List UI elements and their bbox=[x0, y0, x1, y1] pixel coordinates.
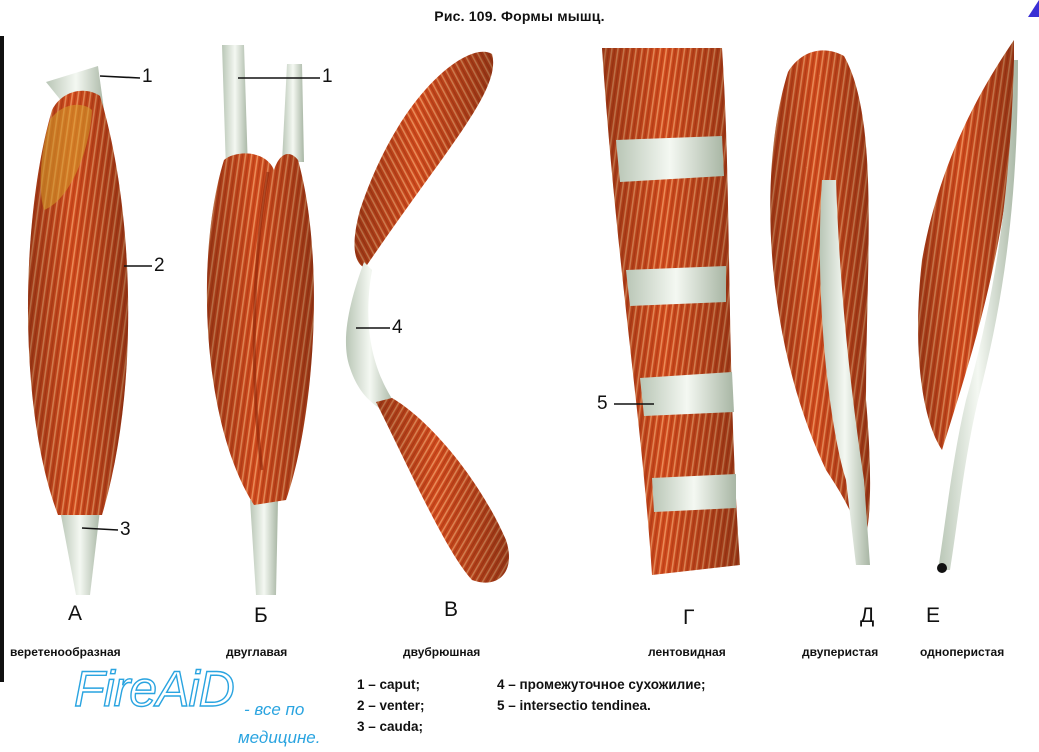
legend-item: 3 – cauda; bbox=[357, 719, 423, 734]
muscle-bipennate bbox=[770, 50, 870, 565]
callout-label: 4 bbox=[392, 317, 403, 339]
callout-label: 2 bbox=[154, 255, 165, 277]
muscle-name: одноперистая bbox=[920, 645, 1004, 659]
callout-label: 5 bbox=[597, 393, 608, 415]
muscle-name: двубрюшная bbox=[403, 645, 480, 659]
legend-item: 5 – intersectio tendinea. bbox=[497, 698, 651, 713]
legend-item: 2 – venter; bbox=[357, 698, 425, 713]
muscle-letter: А bbox=[68, 602, 82, 626]
callout-label: 3 bbox=[120, 519, 131, 541]
muscle-fusiform bbox=[28, 66, 128, 595]
muscle-name: двуперистая bbox=[802, 645, 878, 659]
muscle-unipennate bbox=[918, 40, 1018, 573]
watermark-tagline: - все по bbox=[244, 700, 304, 720]
legend-item: 1 – caput; bbox=[357, 677, 420, 692]
muscle-letter: Е bbox=[926, 604, 940, 628]
muscle-letter: Б bbox=[254, 604, 268, 628]
callout-label: 1 bbox=[322, 66, 333, 88]
legend-item: 4 – промежуточное сухожилие; bbox=[497, 677, 706, 692]
muscle-biceps bbox=[207, 45, 314, 595]
watermark-logo: FireAiD bbox=[74, 664, 234, 714]
callout-label: 1 bbox=[142, 66, 153, 88]
muscle-letter: Д bbox=[860, 604, 874, 628]
watermark-tagline: медицине. bbox=[238, 728, 320, 748]
muscle-name: веретенообразная bbox=[10, 645, 121, 659]
muscle-name: лентовидная bbox=[648, 645, 726, 659]
muscle-name: двуглавая bbox=[226, 645, 287, 659]
muscle-letter: В bbox=[444, 598, 458, 622]
muscle-digastric bbox=[346, 52, 509, 583]
muscle-strap bbox=[602, 48, 740, 575]
muscle-letter: Г bbox=[683, 606, 694, 630]
